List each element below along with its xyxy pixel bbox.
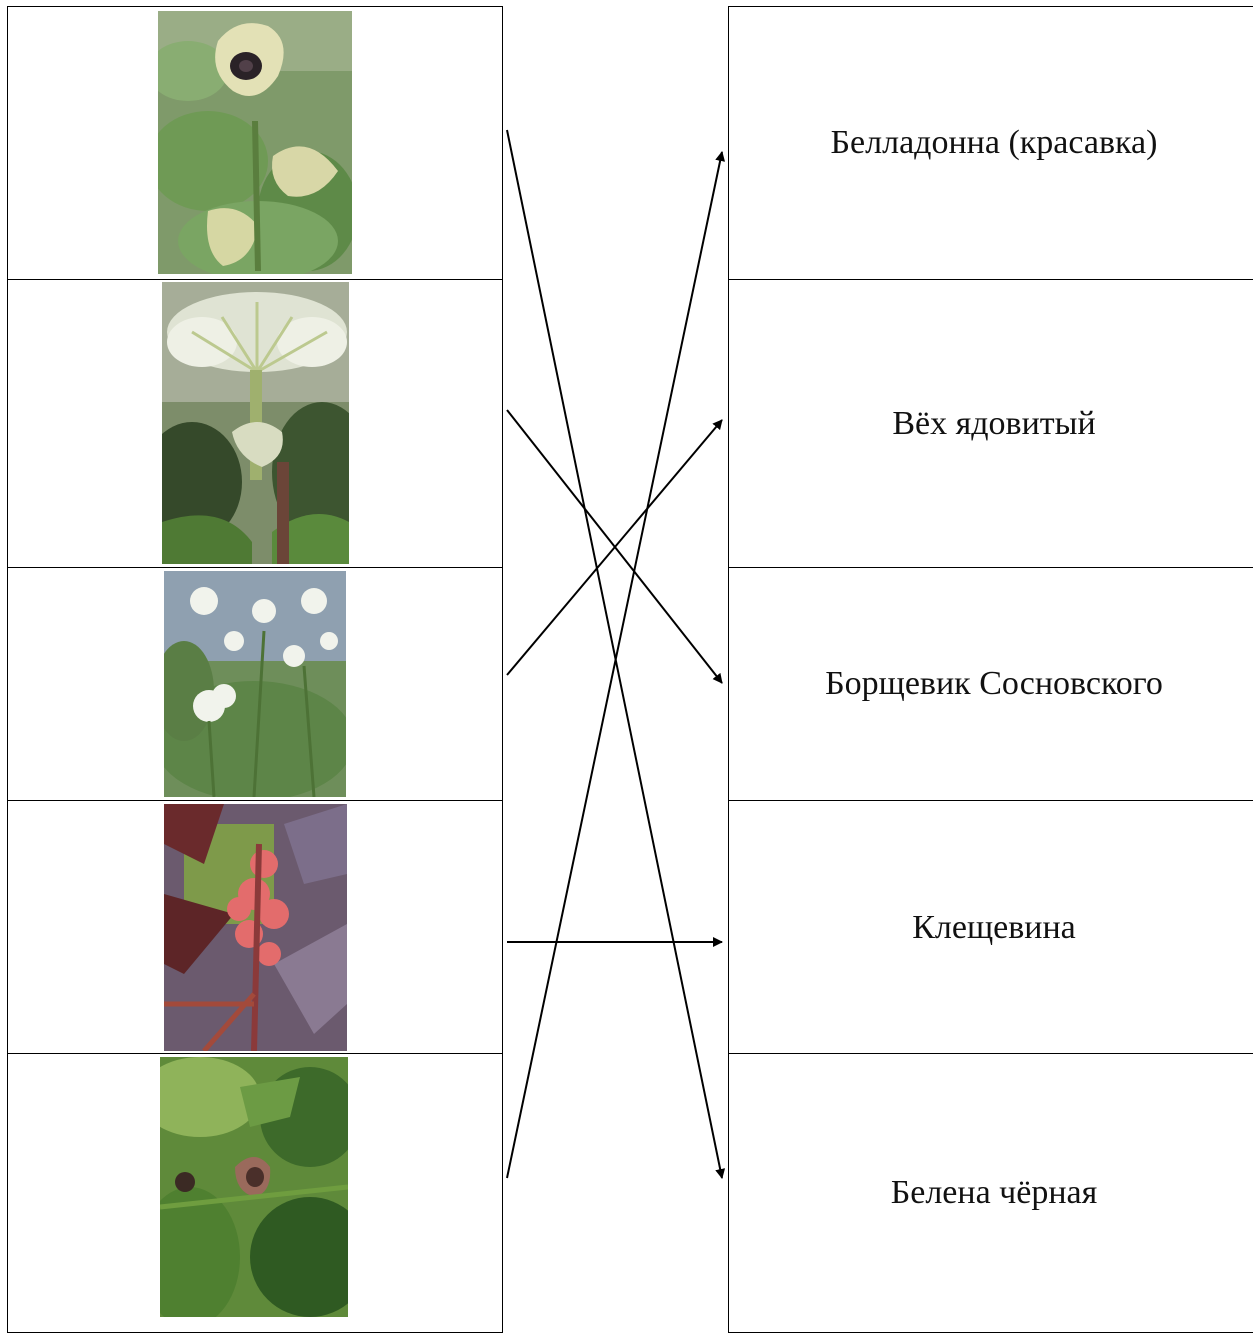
- water-hemlock-image: [164, 571, 346, 797]
- right-cell-2: Вёх ядовитый: [728, 279, 1253, 569]
- plant-name-label: Клещевина: [912, 909, 1076, 947]
- left-cell-5: [7, 1053, 503, 1333]
- left-cell-3: [7, 567, 503, 801]
- castor-bean-image: [164, 804, 347, 1051]
- match-arrow-5-to-1: [507, 152, 722, 1178]
- left-cell-1: [7, 6, 503, 280]
- match-arrow-3-to-2: [507, 420, 722, 675]
- match-arrow-2-to-3: [507, 410, 722, 683]
- plant-name-label: Вёх ядовитый: [892, 405, 1095, 443]
- hogweed-umbel-image: [162, 282, 349, 564]
- right-cell-5: Белена чёрная: [728, 1053, 1253, 1333]
- left-cell-4: [7, 800, 503, 1055]
- plant-name-label: Белладонна (красавка): [831, 124, 1158, 162]
- henbane-flower-image: [158, 11, 352, 274]
- plant-name-label: Борщевик Сосновского: [825, 665, 1163, 703]
- right-cell-4: Клещевина: [728, 800, 1253, 1055]
- left-cell-2: [7, 279, 503, 569]
- right-cell-1: Белладонна (красавка): [728, 6, 1253, 280]
- match-arrow-1-to-5: [507, 130, 722, 1178]
- right-cell-3: Борщевик Сосновского: [728, 567, 1253, 801]
- plant-name-label: Белена чёрная: [891, 1174, 1098, 1212]
- belladonna-flower-image: [160, 1057, 348, 1317]
